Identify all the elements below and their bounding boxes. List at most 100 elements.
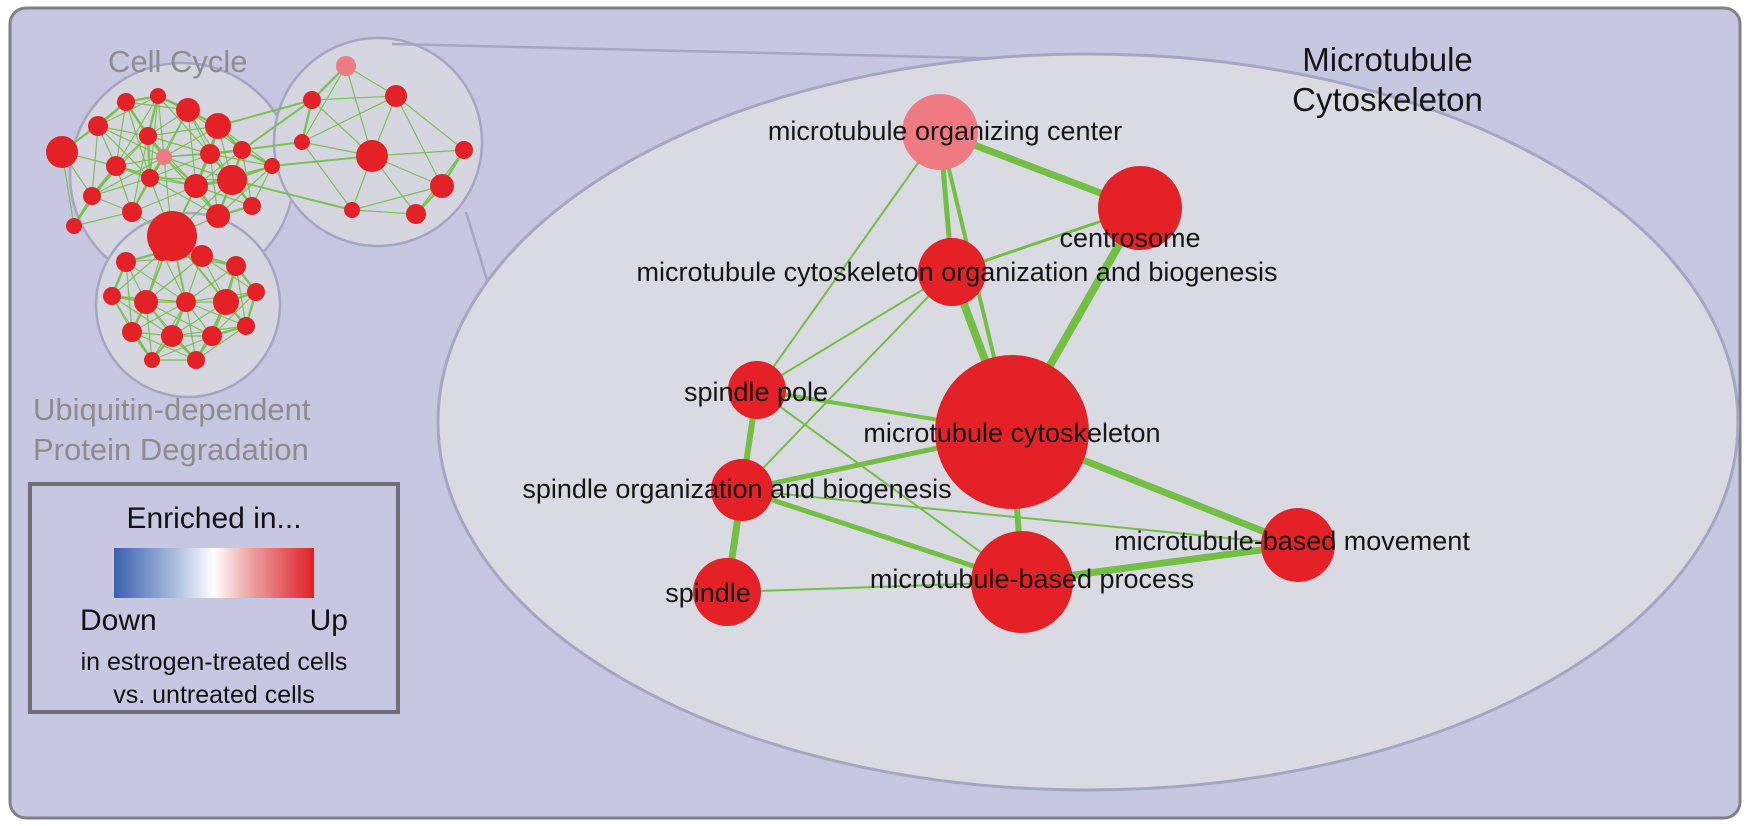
overview-edge: [149, 177, 219, 217]
overview-node: [237, 317, 255, 335]
overview-node: [176, 292, 196, 312]
overview-edge: [301, 65, 347, 143]
overview-node: [153, 243, 171, 261]
overview-edge: [157, 95, 165, 158]
overview-node: [122, 322, 142, 342]
overview-edge: [91, 156, 165, 197]
overview-cross-edge: [271, 155, 373, 167]
overview-node: [66, 218, 82, 234]
overview-edge: [151, 335, 213, 361]
overview-edge: [125, 101, 151, 179]
overview-edge: [185, 301, 247, 327]
overview-node: [156, 149, 172, 165]
overview-cross-edge: [217, 99, 313, 127]
overview-edge: [211, 291, 257, 337]
overview-node: [176, 98, 200, 122]
node-mco: [918, 238, 986, 306]
overview-edge: [351, 209, 417, 215]
overview-node: [139, 127, 157, 145]
overview-node: [247, 283, 265, 301]
overview-edge: [111, 295, 173, 337]
overview-edge: [301, 95, 397, 143]
overview-edge: [395, 95, 443, 187]
node-spindle_org: [711, 459, 773, 521]
node-spindle_pole: [728, 361, 786, 419]
overview-node: [385, 85, 407, 107]
overview-node: [406, 204, 426, 224]
node-centrosome: [1098, 166, 1182, 250]
overview-node: [46, 136, 78, 168]
overview-node: [344, 202, 360, 218]
overview-node: [141, 169, 159, 187]
overview-node: [233, 141, 251, 159]
edge-mco-spindle_org: [741, 271, 953, 491]
edge-spindle_pole-mt_process: [756, 389, 1023, 583]
node-mt_cytoskeleton: [935, 355, 1089, 509]
overview-node: [264, 158, 280, 174]
label-mt_process: microtubule-based process: [870, 564, 1194, 594]
overview-cross-edge: [241, 141, 303, 151]
overview-node: [206, 204, 230, 228]
overview-node: [117, 93, 135, 111]
overview-edge: [351, 185, 443, 211]
detail-nodes: [693, 94, 1335, 633]
overview-edge: [111, 251, 163, 297]
label-spindle: spindle: [665, 578, 751, 608]
overview-node: [150, 88, 166, 104]
overview-edge: [115, 95, 159, 167]
label-mco: microtubule cytoskeleton organization an…: [637, 257, 1278, 287]
overview-node: [116, 252, 136, 272]
overview-edge: [241, 149, 253, 207]
node-moc: [902, 94, 978, 170]
overview-edge: [149, 153, 211, 179]
node-spindle: [693, 558, 761, 626]
overview-node: [303, 91, 321, 109]
overview-edge: [209, 153, 273, 167]
zoom-line-1: [391, 42, 1061, 62]
overview-edge: [145, 255, 203, 303]
overview-edge: [125, 261, 187, 303]
overview-cross-edge: [231, 179, 353, 211]
overview-node: [83, 187, 101, 205]
overview-node: [356, 140, 388, 172]
overview-node: [122, 202, 142, 222]
overview-edge: [147, 135, 211, 155]
overview-edge: [91, 177, 151, 197]
overview-node: [213, 289, 239, 315]
label-spindle_org: spindle organization and biogenesis: [522, 474, 951, 504]
overview-node: [226, 256, 246, 276]
overview-edge: [195, 325, 247, 361]
overview-edge: [157, 95, 211, 155]
label-centrosome: centrosome: [1059, 223, 1200, 253]
edge-moc-spindle_pole: [756, 131, 941, 391]
label-mt_cytoskeleton: microtubule cytoskeleton: [863, 418, 1160, 448]
overview-node: [430, 174, 454, 198]
overview-edge: [217, 165, 273, 217]
overview-cross-edge: [241, 99, 313, 151]
overview-nodes: [46, 56, 473, 369]
overview-edge: [97, 95, 159, 127]
overview-edge: [115, 101, 127, 167]
overview-node: [243, 197, 261, 215]
overview-node: [191, 245, 213, 267]
edge-mco-spindle_pole: [756, 271, 953, 391]
overview-node: [455, 141, 473, 159]
overview-edge: [395, 95, 465, 151]
overview-node: [88, 116, 108, 136]
overview-edge: [187, 109, 197, 187]
overview-node: [336, 56, 356, 76]
overview-node: [217, 165, 247, 195]
overview-node: [106, 156, 126, 176]
overview-edge: [311, 95, 397, 101]
node-mt_process: [971, 531, 1073, 633]
overview-node: [202, 326, 222, 346]
overview-edge: [301, 141, 353, 211]
label-spindle_pole: spindle pole: [684, 377, 828, 407]
overview-node: [184, 174, 208, 198]
overview-node: [200, 144, 220, 164]
overview-node: [103, 287, 121, 305]
overview-node: [134, 290, 158, 314]
label-moc: microtubule organizing center: [768, 116, 1122, 146]
